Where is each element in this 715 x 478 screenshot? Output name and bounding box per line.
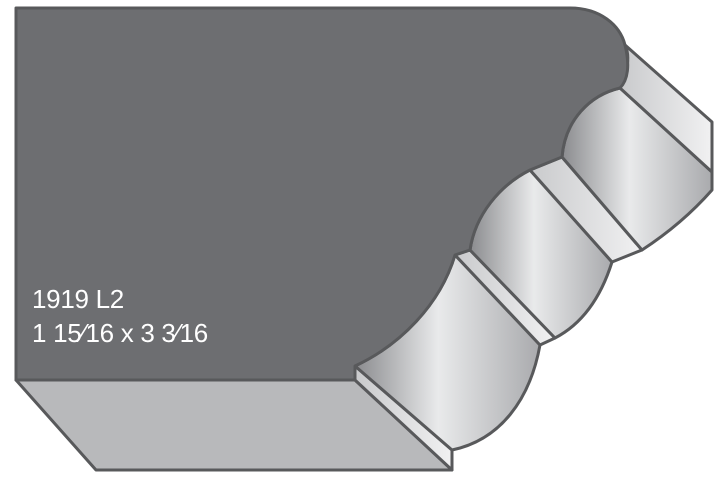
profile-model-label: 1919 L2	[32, 284, 124, 314]
front-profile-face	[14, 6, 630, 382]
profile-dimensions-label: 1 15⁄16 x 3 3⁄16	[32, 318, 208, 348]
